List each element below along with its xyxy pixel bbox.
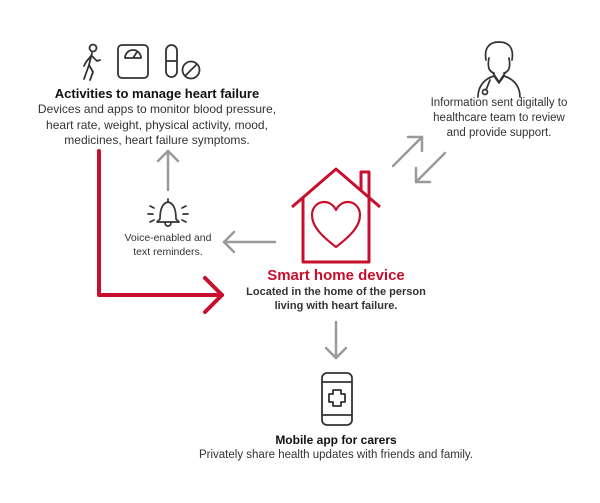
mobile-text: Privately share health updates with frie… (198, 449, 473, 461)
mobile-phone-icon (321, 372, 353, 426)
house-heart-icon (291, 167, 381, 264)
healthcare-line-2: healthcare team to review (433, 112, 565, 124)
arrow-device-to-healthcare (391, 135, 424, 168)
walking-person-icon (83, 43, 101, 81)
reminders-line-1: Voice-enabled and (124, 232, 212, 244)
device-line-2: living with heart failure. (274, 300, 398, 312)
activities-line-1: Devices and apps to monitor blood pressu… (37, 102, 277, 116)
reminders-block: Voice-enabled and text reminders. (108, 231, 228, 259)
arrow-activities-to-device (97, 149, 224, 314)
medicine-icon (165, 44, 201, 80)
weighing-scale-icon (117, 44, 149, 79)
arrow-device-to-reminders (222, 230, 277, 254)
activities-block: Activities to manage heart failure Devic… (20, 86, 294, 149)
device-title: Smart home device (267, 267, 405, 284)
healthcare-line-1: Information sent digitally to (430, 97, 568, 109)
activities-title: Activities to manage heart failure (54, 86, 260, 101)
healthcare-block: Information sent digitally to healthcare… (412, 96, 586, 141)
mobile-block: Mobile app for carers Privately share he… (176, 433, 496, 463)
activities-line-2: heart rate, weight, physical activity, m… (46, 117, 268, 132)
activities-line-3: medicines, heart failure symptoms. (64, 133, 250, 147)
arrow-device-to-mobile (324, 320, 348, 360)
device-block: Smart home device Located in the home of… (226, 266, 446, 313)
arrow-reminders-to-activities (156, 149, 180, 192)
healthcare-line-3: and provide support. (446, 127, 552, 139)
mobile-title: Mobile app for carers (275, 433, 397, 447)
reminders-line-2: text reminders. (133, 246, 203, 258)
device-line-1: Located in the home of the person (246, 286, 426, 298)
doctor-icon (477, 41, 521, 98)
arrow-healthcare-to-device (414, 151, 447, 184)
bell-icon (147, 198, 189, 227)
